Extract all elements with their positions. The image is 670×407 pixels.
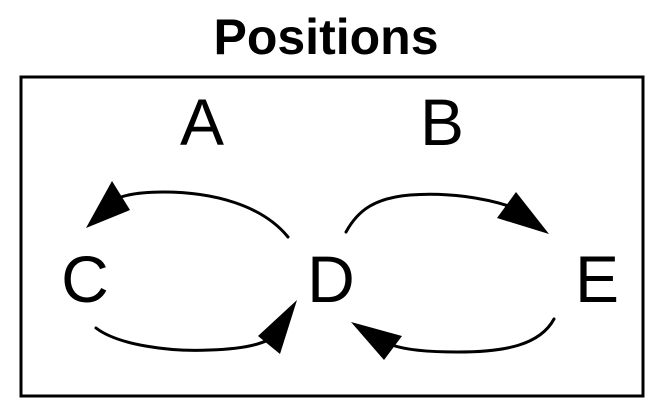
- arc-e-to-d-line: [390, 317, 556, 354]
- arc-e-to-d: [351, 317, 556, 360]
- arc-c-to-d-line: [94, 326, 270, 352]
- node-d: D: [307, 242, 355, 316]
- node-e: E: [575, 242, 619, 316]
- arc-d-to-e-line: [344, 192, 514, 234]
- arc-d-to-c-arrowhead: [86, 181, 130, 228]
- node-c: C: [61, 242, 109, 316]
- arc-d-to-c: [86, 181, 290, 239]
- arc-d-to-c-line: [116, 190, 290, 239]
- arc-c-to-d-arrowhead: [258, 300, 297, 354]
- diagram-title: Positions: [213, 9, 438, 65]
- diagram-frame: [19, 75, 645, 398]
- arc-d-to-e: [344, 192, 549, 234]
- arc-e-to-d-arrowhead: [351, 322, 402, 360]
- arc-d-to-e-arrowhead: [497, 192, 549, 234]
- label-a: A: [180, 85, 224, 159]
- arc-c-to-d: [94, 300, 297, 354]
- label-b: B: [420, 85, 464, 159]
